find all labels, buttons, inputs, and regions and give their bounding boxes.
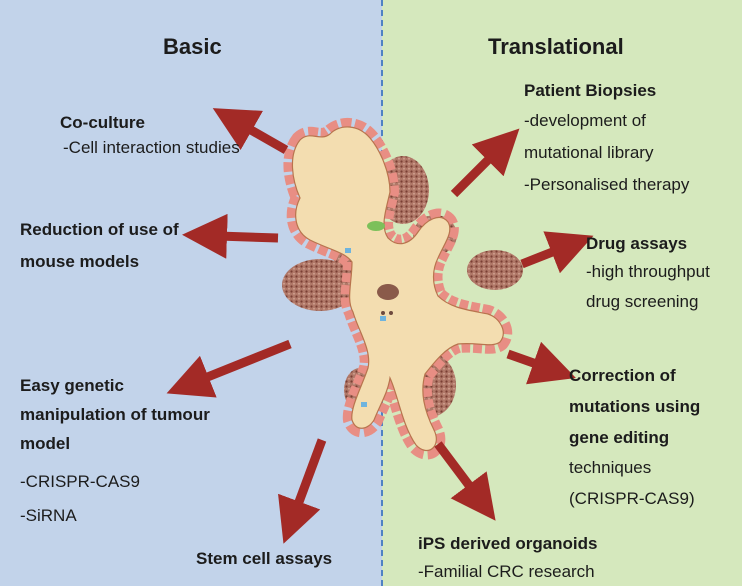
lumen-debris [377,284,399,300]
correction-line-4: techniques [569,456,651,479]
arrow-to-correction [508,354,542,366]
drug-line-1: -high throughput [586,260,710,283]
ips-line-1: -Familial CRC research [418,560,595,583]
correction-line-1: Correction of [569,364,676,387]
green-cell [367,221,385,231]
drug-line-2: drug screening [586,290,698,313]
arrow-to-ips [438,444,474,492]
blue-cell [345,248,351,253]
blue-cell [361,402,367,407]
biopsies-line-2: mutational library [524,141,653,164]
genetic-line-3: model [20,432,70,455]
reduction-line-2: mouse models [20,250,139,273]
correction-line-3: gene editing [569,426,669,449]
stemcell-title: Stem cell assays [196,547,332,570]
arrow-to-reduction [218,236,278,238]
arrow-to-stemcell [296,440,322,510]
correction-line-5: (CRISPR-CAS9) [569,487,695,510]
coculture-title: Co-culture [60,111,145,134]
coculture-detail: -Cell interaction studies [63,136,240,159]
biopsies-line-1: -development of [524,109,646,132]
genetic-item-2: -SiRNA [20,504,77,527]
genetic-line-1: Easy genetic [20,374,124,397]
arrow-to-drug [522,249,560,264]
genetic-item-1: -CRISPR-CAS9 [20,470,140,493]
drug-title: Drug assays [586,232,687,255]
lumen-dot [389,311,393,315]
biopsies-line-3: -Personalised therapy [524,173,689,196]
arrow-to-genetic [200,344,290,380]
ips-title: iPS derived organoids [418,532,598,555]
arrow-to-coculture [244,126,286,150]
correction-line-2: mutations using [569,395,700,418]
blue-cell [380,316,386,321]
column-heading-basic: Basic [163,34,222,60]
lumen-dot [381,311,385,315]
genetic-line-2: manipulation of tumour [20,403,210,426]
reduction-line-1: Reduction of use of [20,218,179,241]
arrow-to-biopsies [454,154,494,194]
column-heading-translational: Translational [488,34,624,60]
biopsies-title: Patient Biopsies [524,79,656,102]
